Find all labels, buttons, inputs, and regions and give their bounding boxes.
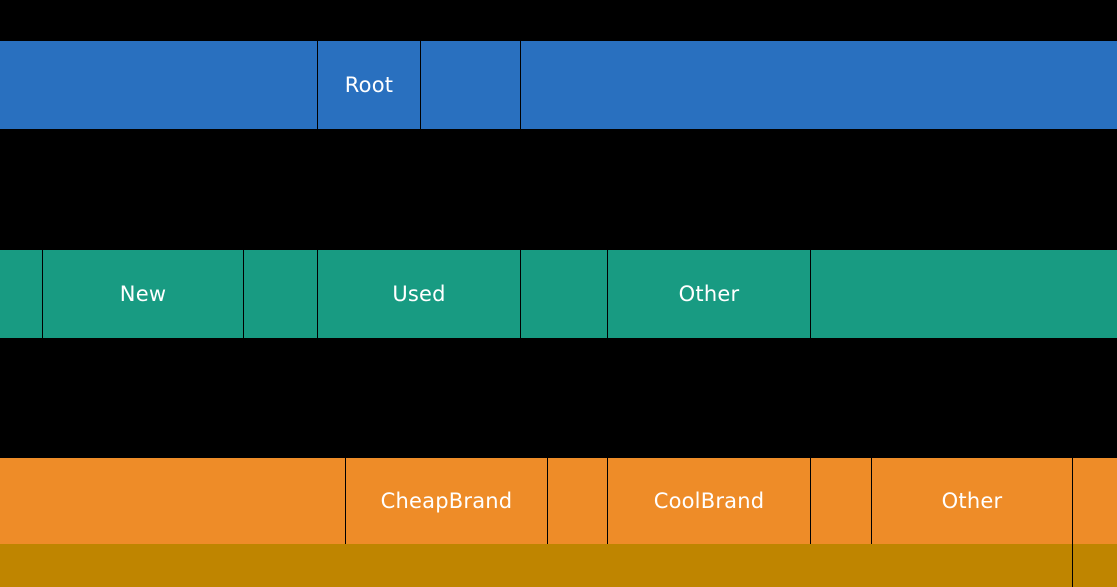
icicle-segment-condition-level-4[interactable] [521, 250, 607, 338]
icicle-segment-label: Other [678, 281, 740, 306]
icicle-segment-root-level-3[interactable] [521, 41, 1117, 129]
icicle-segment-label: New [119, 281, 167, 306]
icicle-level-condition: New Used Other [0, 250, 1117, 338]
icicle-segment-label: CheapBrand [380, 488, 513, 513]
icicle-segment-condition-level-2[interactable] [244, 250, 317, 338]
icicle-segment-brand-level-0[interactable] [0, 458, 345, 544]
icicle-segment-label: Root [344, 72, 394, 97]
icicle-segment-new[interactable]: New [43, 250, 243, 338]
icicle-segment-label: Used [392, 281, 446, 306]
icicle-segment-other[interactable]: Other [608, 250, 810, 338]
icicle-segment-condition-level-0[interactable] [0, 250, 42, 338]
icicle-level-root: Root [0, 41, 1117, 129]
icicle-segment-root[interactable]: Root [318, 41, 420, 129]
icicle-segment-brand-level-6[interactable] [1073, 458, 1117, 544]
icicle-segment-used[interactable]: Used [318, 250, 520, 338]
icicle-segment-condition-level-6[interactable] [811, 250, 1117, 338]
icicle-segment-leaf-level-0[interactable] [0, 544, 1072, 587]
icicle-segment-leaf-level-1[interactable] [1073, 544, 1117, 587]
icicle-segment-other[interactable]: Other [872, 458, 1072, 544]
icicle-level-leaf [0, 544, 1117, 587]
icicle-segment-brand-level-2[interactable] [548, 458, 607, 544]
icicle-level-brand: CheapBrand CoolBrand Other [0, 458, 1117, 544]
icicle-segment-coolbrand[interactable]: CoolBrand [608, 458, 810, 544]
icicle-segment-root-level-2[interactable] [421, 41, 520, 129]
icicle-segment-brand-level-4[interactable] [811, 458, 871, 544]
icicle-segment-cheapbrand[interactable]: CheapBrand [346, 458, 547, 544]
icicle-segment-label: Other [941, 488, 1003, 513]
icicle-segment-root-level-0[interactable] [0, 41, 317, 129]
icicle-segment-label: CoolBrand [653, 488, 765, 513]
